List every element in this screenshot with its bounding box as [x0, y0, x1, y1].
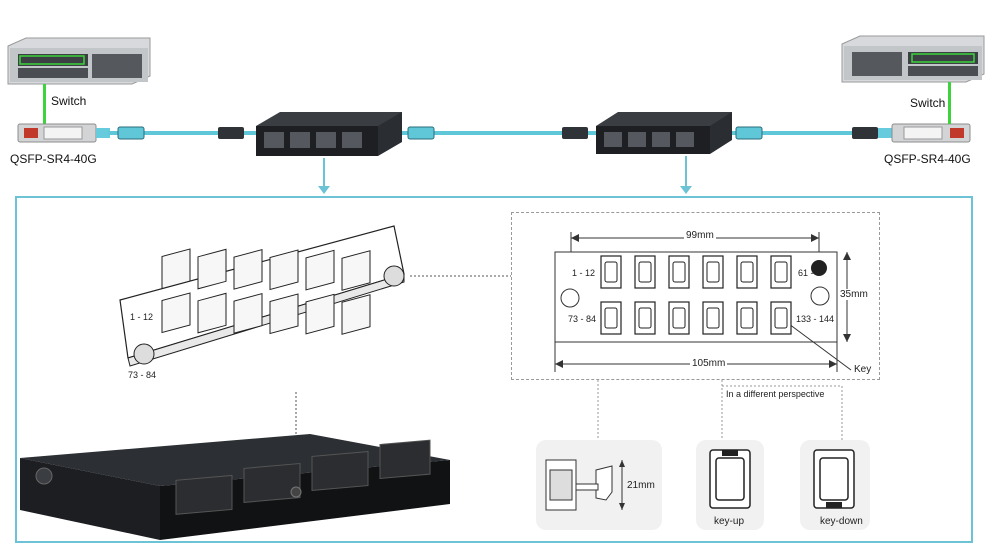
cassette-slot: [311, 451, 369, 491]
mount-hole-right: [383, 265, 405, 287]
transceiver-right: [878, 123, 971, 143]
connector: [735, 126, 763, 140]
port-bottom: [702, 301, 724, 335]
transceiver-left: [17, 123, 110, 143]
switch-right-link: [948, 82, 951, 124]
port-bottom: [770, 301, 792, 335]
switch-right-graphic: [841, 35, 985, 83]
arrow-head-icon: [680, 186, 692, 194]
transceiver-right-label: QSFP-SR4-40G: [884, 152, 971, 166]
connector: [407, 126, 435, 140]
port-bottom: [634, 301, 656, 335]
dim-total-width-label: 105mm: [690, 358, 728, 369]
dim-height-label: 35mm: [838, 289, 870, 300]
key-down-port: [813, 449, 855, 509]
port-bottom: [600, 301, 622, 335]
port-top: [600, 255, 622, 289]
cassette-slot: [379, 439, 431, 480]
connector: [218, 127, 244, 139]
port-bottom: [736, 301, 758, 335]
cable-run: [108, 126, 888, 140]
drawing-range-top-left: 1 - 12: [572, 268, 596, 278]
port-bottom: [668, 301, 690, 335]
connector: [852, 127, 878, 139]
cassette-slot: [243, 462, 301, 503]
switch-right: [841, 35, 985, 83]
dim-width-label: 99mm: [684, 230, 716, 241]
brand-logo-icon: [811, 260, 827, 276]
depth-label: 21mm: [627, 480, 655, 491]
key-up-label: key-up: [714, 516, 745, 527]
switch-right-label: Switch: [910, 96, 946, 110]
drawing-lines: [554, 232, 852, 372]
arrows-down: [318, 156, 692, 194]
port-top: [634, 255, 656, 289]
drawing-hole-left: [560, 288, 580, 308]
connector: [117, 126, 145, 140]
port-top: [702, 255, 724, 289]
enclosure-top-right: [596, 112, 732, 154]
key-up-port: [709, 449, 751, 509]
switch-left-link: [43, 84, 46, 124]
switch-left-label: Switch: [51, 94, 87, 108]
adapter-panel: [119, 225, 405, 367]
detail-frame: [15, 196, 973, 543]
drawing-hole-right: [810, 286, 830, 306]
panel-range-bottom-left: 73 - 84: [128, 370, 157, 380]
arrow-head-icon: [318, 186, 330, 194]
cassette-slot: [175, 474, 233, 515]
port-top: [770, 255, 792, 289]
switch-left: [7, 37, 151, 85]
key-down-label: key-down: [820, 516, 863, 527]
drawing-range-bottom-right: 133 - 144: [796, 314, 835, 324]
key-label: Key: [854, 364, 872, 375]
enclosure-top-left: [256, 112, 402, 156]
switch-left-graphic: [7, 37, 151, 85]
drawing-range-bottom-left: 73 - 84: [568, 314, 597, 324]
rack-enclosure: [20, 434, 450, 540]
drawing-range-top-right: 61 -: [798, 268, 814, 278]
panel-range-top-left: 1 - 12: [130, 312, 154, 322]
port-top: [668, 255, 690, 289]
port-top: [736, 255, 758, 289]
connector: [562, 127, 588, 139]
mount-hole-left: [133, 343, 155, 365]
transceiver-left-label: QSFP-SR4-40G: [10, 152, 97, 166]
side-view-drawing: [545, 459, 625, 511]
perspective-title: In a different perspective: [726, 389, 825, 399]
